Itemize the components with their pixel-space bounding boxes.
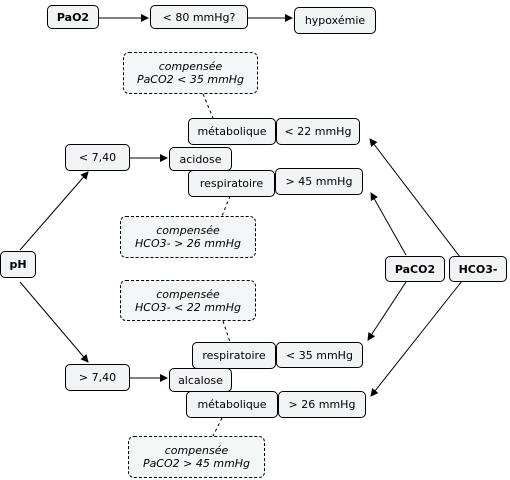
alcalose-respiratoire-value[interactable]: < 35 mmHg	[276, 342, 363, 368]
note-acidose-metabolique-line1: compensée	[158, 60, 223, 73]
ph-node[interactable]: pH	[0, 251, 36, 278]
alcalose-metabolique-node[interactable]: métabolique	[186, 391, 278, 418]
note-alcalose-respiratoire-line2: HCO3- < 22 mmHg	[135, 300, 241, 314]
note-alcalose-metabolique-line1: compensée	[164, 444, 229, 457]
pao2-node[interactable]: PaO2	[47, 5, 99, 29]
arrow-hco3-to-alcalose-metabolique	[370, 280, 463, 397]
acidose-respiratoire-node[interactable]: respiratoire	[188, 170, 275, 197]
note-connector-acidose-respiratoire	[221, 195, 231, 217]
arrow-hco3-to-acidose-metabolique	[369, 138, 461, 258]
ph-low-node[interactable]: < 7,40	[65, 144, 130, 171]
alcalose-metabolique-value[interactable]: > 26 mmHg	[278, 391, 366, 418]
note-connector-alcalose-respiratoire	[222, 320, 231, 343]
note-connector-acidose-metabolique	[202, 93, 214, 119]
arrow-ph-to-low	[19, 171, 89, 251]
note-acidose-respiratoire: compensée HCO3- > 26 mmHg	[120, 216, 256, 258]
alcalose-respiratoire-node[interactable]: respiratoire	[192, 342, 276, 369]
arrow-paco2-to-acidose-respiratoire	[370, 192, 407, 256]
alcalose-node[interactable]: alcalose	[169, 368, 232, 392]
note-alcalose-metabolique-line2: PaCO2 > 45 mmHg	[142, 457, 251, 470]
note-alcalose-respiratoire: compensée HCO3- < 22 mmHg	[120, 280, 256, 321]
note-alcalose-metabolique: compensée PaCO2 > 45 mmHg	[128, 436, 265, 478]
note-acidose-respiratoire-line1: compensée	[156, 224, 220, 237]
paco2-node[interactable]: PaCO2	[385, 256, 445, 282]
hco3-node[interactable]: HCO3-	[449, 256, 507, 282]
acidose-metabolique-node[interactable]: métabolique	[188, 118, 276, 145]
note-acidose-respiratoire-line2: HCO3- > 26 mmHg	[135, 237, 241, 250]
pao2-condition-node[interactable]: < 80 mmHg?	[150, 5, 248, 29]
ph-high-node[interactable]: > 7,40	[65, 364, 130, 391]
note-acidose-metabolique: compensée PaCO2 < 35 mmHg	[123, 52, 258, 94]
arrow-paco2-to-alcalose-respiratoire	[367, 281, 407, 341]
note-connector-alcalose-metabolique	[212, 417, 223, 437]
note-alcalose-respiratoire-line1: compensée	[156, 287, 220, 301]
arrow-ph-to-high	[19, 281, 89, 363]
acidose-metabolique-value[interactable]: < 22 mmHg	[276, 118, 360, 145]
note-acidose-metabolique-line2: PaCO2 < 35 mmHg	[136, 73, 245, 86]
acidose-respiratoire-value[interactable]: > 45 mmHg	[275, 168, 363, 195]
acidose-node[interactable]: acidose	[169, 147, 232, 171]
hypoxemie-node[interactable]: hypoxémie	[294, 7, 376, 34]
